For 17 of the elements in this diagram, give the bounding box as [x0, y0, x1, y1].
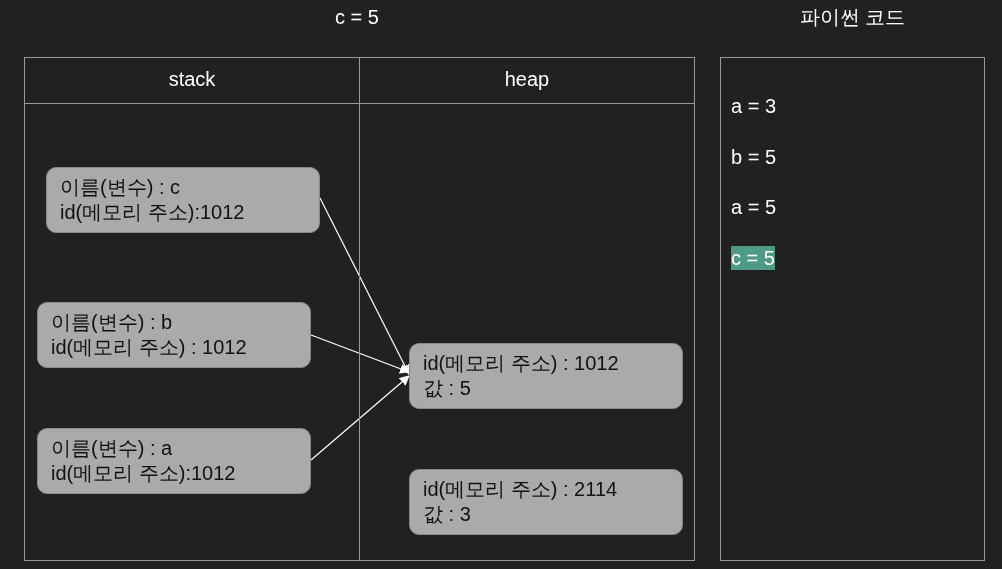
column-heading: stack	[168, 68, 216, 91]
memory-column	[24, 57, 360, 561]
code-line: a = 3	[731, 94, 777, 118]
arrow	[310, 375, 410, 461]
arrow	[310, 334, 410, 374]
variable-box: 이름(변수) : b id(메모리 주소) : 1012	[37, 302, 311, 368]
variable-box: 이름(변수) : a id(메모리 주소):1012	[37, 428, 311, 494]
memory-column	[359, 57, 695, 561]
code-line: a = 5	[731, 195, 777, 219]
title: c = 5	[335, 6, 379, 29]
code-line: b = 5	[731, 145, 777, 169]
object-box: id(메모리 주소) : 1012 값 : 5	[409, 343, 683, 409]
column-heading: heap	[504, 68, 550, 91]
panel-heading: 파이썬 코드	[799, 5, 906, 30]
arrow	[319, 197, 410, 375]
variable-box: 이름(변수) : c id(메모리 주소):1012	[46, 167, 320, 233]
object-box: id(메모리 주소) : 2114 값 : 3	[409, 469, 683, 535]
